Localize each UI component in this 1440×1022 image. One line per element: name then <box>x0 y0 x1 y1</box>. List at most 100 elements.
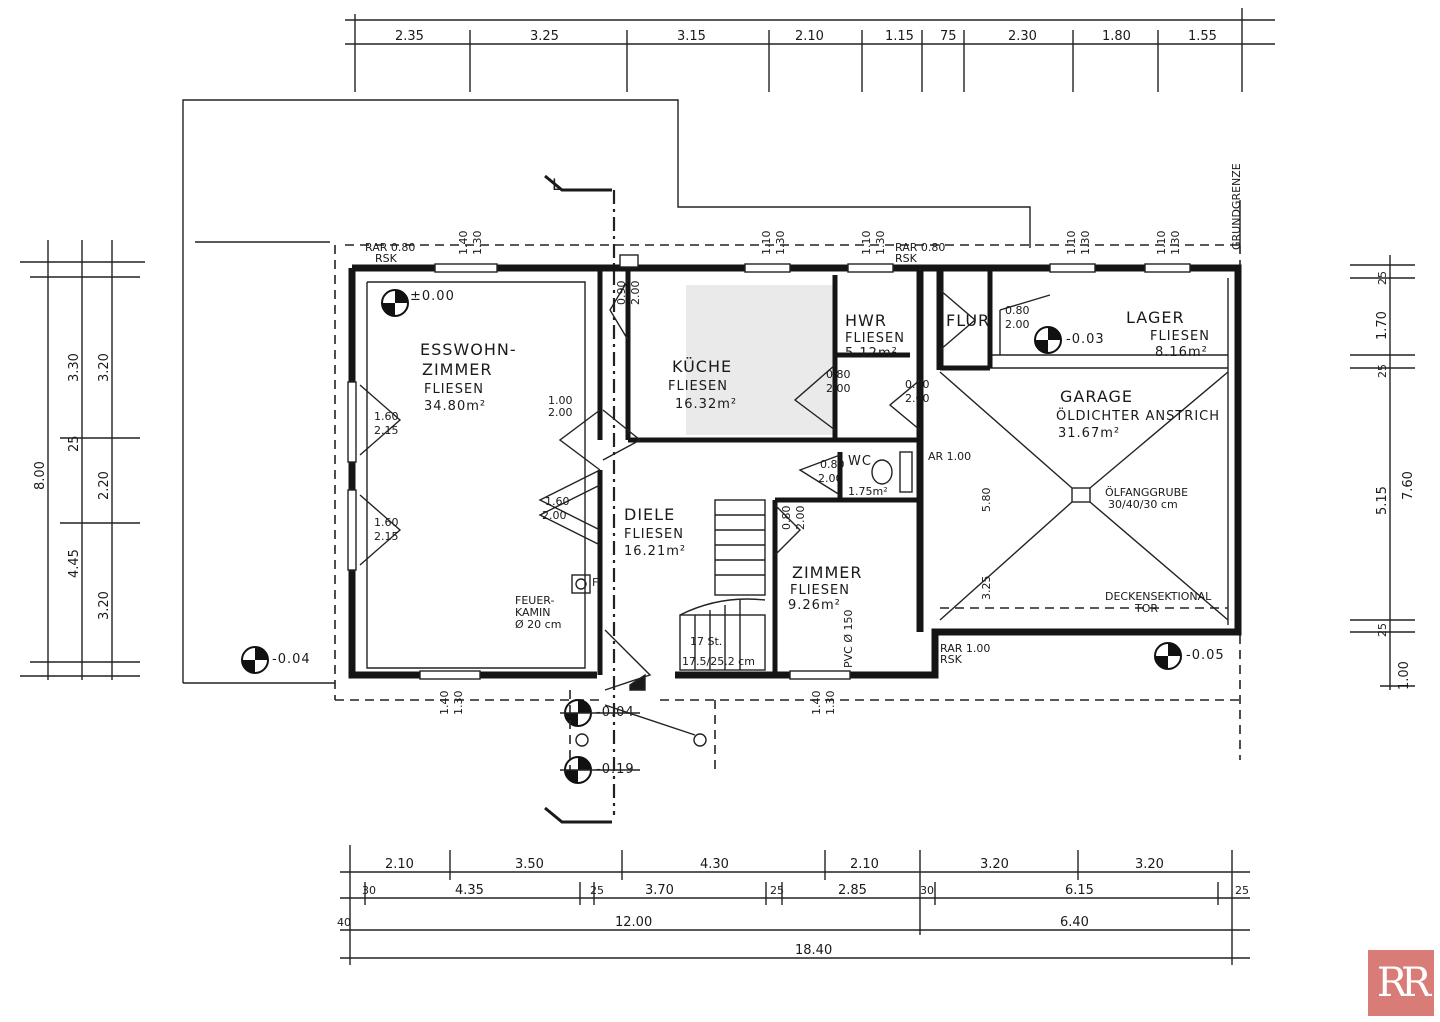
room-area-diele: 16.21m² <box>624 544 686 559</box>
left-dim-mid-3: 4.45 <box>67 549 82 578</box>
opening-17: 1.60 <box>545 495 570 508</box>
opening-size-labels: 1.40 1.30 1.10 1.30 1.10 1.30 1.10 1.30 … <box>374 231 1182 716</box>
room-labels: ESSWOHN- ZIMMER FLIESEN 34.80m² KÜCHE FL… <box>420 308 1220 613</box>
decken-label-2: TOR <box>1134 602 1158 615</box>
opening-13: 1.60 <box>374 516 399 529</box>
left-dimension-chains <box>20 240 145 680</box>
right-dim-1: 25 <box>1376 271 1389 285</box>
top-dim-2: 3.25 <box>530 29 559 44</box>
bottom-dim-r1-4: 2.10 <box>850 857 879 872</box>
stair-label: 17 St. <box>690 635 722 648</box>
room-area-zimmer: 9.26m² <box>788 598 841 613</box>
opening-21: 0.80 <box>826 368 851 381</box>
rsk-label-1: RSK <box>375 252 398 265</box>
room-area-lager: 8.16m² <box>1155 345 1208 360</box>
top-dim-3: 3.15 <box>677 29 706 44</box>
left-dim-in-2: 2.20 <box>97 471 112 500</box>
opening-1: 1.40 <box>457 231 470 256</box>
bottom-dim-r2-8: 6.15 <box>1065 883 1094 898</box>
opening-16: 2.00 <box>548 406 573 419</box>
room-floor-garage: ÖLDICHTER ANSTRICH <box>1056 407 1220 424</box>
left-dim-in-1: 3.20 <box>97 353 112 382</box>
right-dimension-chain <box>1350 255 1415 690</box>
level-marker-2: -0.03 <box>1034 326 1104 354</box>
room-name-esswohn-2: ZIMMER <box>422 360 493 379</box>
bottom-dim-r2-2: 4.35 <box>455 883 484 898</box>
bottom-dim-r1-6: 3.20 <box>1135 857 1164 872</box>
kamin-label-1: FEUER- <box>515 594 554 607</box>
room-name-hwr: HWR <box>845 311 887 330</box>
room-name-zimmer: ZIMMER <box>792 563 863 582</box>
bottom-dim-total: 18.40 <box>795 943 832 958</box>
opening-33: 0.80 <box>780 506 793 531</box>
room-name-esswohn: ESSWOHN- <box>420 340 517 359</box>
decken-label: DECKENSEKTIONAL <box>1105 590 1212 603</box>
opening-11: 1.60 <box>374 410 399 423</box>
level-marker-1: ±0.00 <box>381 289 454 317</box>
level-markers: ±0.00 -0.03 -0.04 -0.05 -0.04 <box>241 289 1224 784</box>
section-line: L <box>544 174 616 824</box>
opening-8: 1.30 <box>1079 231 1092 256</box>
right-dim-6: 1.00 <box>1397 661 1412 690</box>
bottom-dim-r3-2: 12.00 <box>615 915 652 930</box>
bottom-dim-r2-6: 2.85 <box>838 883 867 898</box>
interior-walls <box>597 268 993 675</box>
room-floor-kueche: FLIESEN <box>668 379 728 394</box>
kamin-label-3: Ø 20 cm <box>515 618 561 631</box>
opening-27: 0.80 <box>820 458 845 471</box>
bottom-dim-r1-1: 2.10 <box>385 857 414 872</box>
right-dim-4: 5.15 <box>1375 486 1390 515</box>
left-dim-mid-1: 3.30 <box>67 353 82 382</box>
room-floor-zimmer: FLIESEN <box>790 583 850 598</box>
opening-12: 2.15 <box>374 424 399 437</box>
top-dim-7: 2.30 <box>1008 29 1037 44</box>
opening-22: 2.00 <box>826 382 851 395</box>
rar-label-1: RAR 0.80 <box>365 241 415 254</box>
grundgrenze-label: GRUNDGRENZE <box>1230 163 1243 250</box>
room-name-flur: FLUR <box>946 311 990 330</box>
right-dim-3: 25 <box>1376 364 1389 378</box>
top-dim-5: 1.15 <box>885 29 914 44</box>
stair-label-2: 17.5/25.2 cm <box>682 655 755 668</box>
opening-34: 2.00 <box>794 506 807 531</box>
bottom-dim-r2-4: 3.70 <box>645 883 674 898</box>
room-name-garage: GARAGE <box>1060 387 1133 406</box>
bottom-dim-r3-3: 6.40 <box>1060 915 1089 930</box>
opening-26: 2.00 <box>1005 318 1030 331</box>
oelfang-label: ÖLFANGGRUBE <box>1105 486 1188 499</box>
rar-label-3: RAR 1.00 <box>940 642 990 655</box>
level-label-3: -0.04 <box>272 652 311 667</box>
room-floor-diele: FLIESEN <box>624 527 684 542</box>
opening-35: 3.25 <box>980 576 993 601</box>
plan-annotations: RAR 0.80 RSK RAR 0.80 RSK RAR 1.00 RSK A… <box>365 163 1243 668</box>
rsk-label-2: RSK <box>895 252 918 265</box>
bottom-dim-r2-9: 25 <box>1235 884 1249 897</box>
bottom-dim-r3-1: 40 <box>337 916 351 929</box>
room-floor-esswohn: FLIESEN <box>424 382 484 397</box>
opening-20: 2.00 <box>629 281 642 306</box>
opening-14: 2.15 <box>374 530 399 543</box>
top-dim-8: 1.80 <box>1102 29 1131 44</box>
opening-31: 1.40 <box>810 691 823 716</box>
opening-5: 1.10 <box>860 231 873 256</box>
top-dim-4: 2.10 <box>795 29 824 44</box>
opening-15: 1.00 <box>548 394 573 407</box>
room-area-wc: 1.75m² <box>848 485 888 498</box>
bottom-dim-r1-3: 4.30 <box>700 857 729 872</box>
opening-23: 0.90 <box>905 378 930 391</box>
room-area-kueche: 16.32m² <box>675 397 737 412</box>
left-dim-in-3: 3.20 <box>97 591 112 620</box>
opening-7: 1.10 <box>1065 231 1078 256</box>
top-dim-9: 1.55 <box>1188 29 1217 44</box>
oelfang-size: 30/40/30 cm <box>1108 498 1178 511</box>
opening-6: 1.30 <box>874 231 887 256</box>
level-marker-4: -0.05 <box>1154 642 1224 670</box>
windows <box>347 254 1191 680</box>
garage-slope-lines <box>939 371 1229 621</box>
level-marker-3: -0.04 <box>241 646 311 674</box>
room-floor-hwr: FLIESEN <box>845 331 905 346</box>
left-dim-outer: 8.00 <box>33 461 48 490</box>
top-dimension-chain: 2.35 3.25 3.15 2.10 1.15 75 2.30 1.80 1.… <box>345 8 1275 92</box>
room-name-wc: WC <box>848 454 872 469</box>
